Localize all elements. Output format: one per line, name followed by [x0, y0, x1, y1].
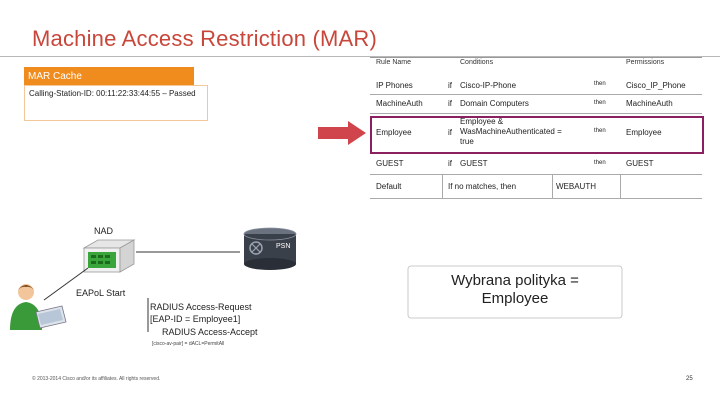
dacl-note: [cisco-av-pair] = dACL=PermitAll	[152, 341, 225, 347]
callout-line2: Employee	[481, 290, 549, 307]
copyright-footer: © 2013-2014 Cisco and/or its affiliates.…	[32, 376, 161, 382]
slide-title: Machine Access Restriction (MAR)	[32, 26, 378, 51]
rule-name: Employee	[376, 128, 412, 137]
psn-server-icon: PSN	[243, 227, 297, 270]
then-keyword: then	[594, 81, 606, 87]
rule-condition-line1: Employee &	[460, 117, 504, 126]
policy-row-guest[interactable]: GUEST if GUEST then GUEST	[370, 154, 702, 175]
rule-condition: Cisco-IP-Phone	[460, 81, 517, 90]
rule-name: Default	[376, 182, 402, 191]
column-header-rule-name: Rule Name	[376, 59, 412, 66]
switch-icon	[82, 239, 136, 273]
column-header-conditions: Conditions	[460, 59, 494, 66]
rule-permission: Employee	[626, 128, 662, 137]
rule-permission: MachineAuth	[626, 99, 673, 108]
mar-cache-header: MAR Cache	[24, 67, 194, 85]
mar-cache-entry: Calling-Station-ID: 00:11:22:33:44:55 – …	[24, 85, 208, 121]
rule-name: GUEST	[376, 159, 404, 168]
table-divider	[442, 175, 443, 199]
radius-request-label: RADIUS Access-Request	[150, 302, 252, 312]
rule-permission: GUEST	[626, 159, 654, 168]
rule-condition: Domain Computers	[460, 99, 529, 108]
if-keyword: if	[448, 159, 452, 168]
table-divider	[620, 175, 621, 199]
policy-row-machineauth[interactable]: MachineAuth if Domain Computers then Mac…	[370, 95, 702, 114]
rule-name: MachineAuth	[376, 99, 423, 108]
policy-table	[370, 57, 702, 58]
nad-label: NAD	[94, 226, 114, 236]
then-keyword: then	[594, 160, 606, 166]
rule-condition-line2: WasMachineAuthenticated =	[460, 127, 562, 136]
callout-line1: Wybrana polityka =	[451, 272, 579, 289]
user-laptop-icon	[10, 284, 67, 330]
psn-label: PSN	[276, 243, 290, 250]
policy-callout: Wybrana polityka = Employee	[410, 272, 620, 308]
column-header-permissions: Permissions	[626, 59, 665, 66]
rule-condition: If no matches, then	[448, 182, 517, 191]
if-keyword: if	[448, 81, 452, 90]
then-keyword: then	[594, 100, 606, 106]
page-number: 25	[686, 376, 693, 382]
rule-condition-line3: true	[460, 137, 474, 146]
radius-accept-label: RADIUS Access-Accept	[162, 327, 258, 337]
rule-name: IP Phones	[376, 81, 413, 90]
policy-row-default[interactable]: Default If no matches, then WEBAUTH	[370, 175, 702, 199]
rule-permission: Cisco_IP_Phone	[626, 81, 686, 90]
selected-policy-highlight	[370, 116, 704, 154]
policy-row-ip-phones[interactable]: IP Phones if Cisco-IP-Phone then Cisco_I…	[370, 72, 702, 95]
eapol-start-label: EAPoL Start	[76, 288, 126, 298]
rule-permission: WEBAUTH	[556, 182, 596, 191]
if-keyword: if	[448, 99, 452, 108]
then-keyword: then	[594, 128, 606, 134]
if-keyword: if	[448, 128, 452, 137]
rule-condition: GUEST	[460, 159, 488, 168]
selection-arrow-icon	[318, 121, 366, 145]
title-divider	[0, 56, 720, 57]
table-divider	[552, 175, 553, 199]
radius-request-eap-id: [EAP-ID = Employee1]	[150, 314, 241, 324]
